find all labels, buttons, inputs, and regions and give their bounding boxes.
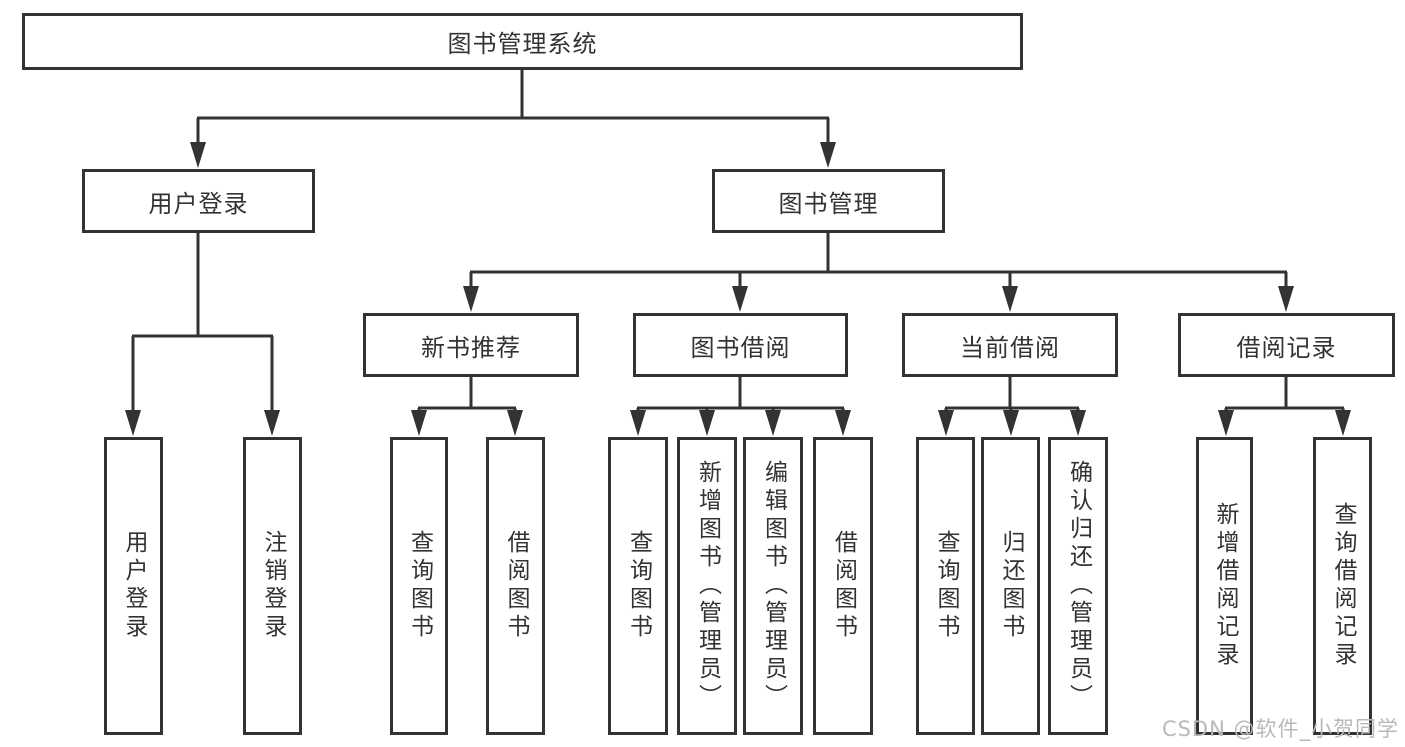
connector-user-login-children	[131, 233, 274, 412]
leaf-borrowing-borrow-books: 借阅图书	[813, 437, 873, 735]
leaf-label: 借阅图书	[503, 530, 529, 642]
leaf-label: 查询图书	[625, 530, 652, 642]
leaf-label: 新增图书（管理员）	[694, 460, 721, 712]
node-label: 图书管理	[778, 189, 879, 218]
leaf-newbooks-query-books: 查询图书	[390, 437, 448, 735]
node-book-borrowing: 图书借阅	[633, 313, 848, 377]
leaf-label: 用户登录	[121, 530, 147, 642]
connector-book-borrowing-children	[636, 377, 845, 412]
node-label: 借阅记录	[1236, 333, 1337, 362]
leaf-current-confirm-return-admin: 确认归还（管理员）	[1048, 437, 1108, 735]
connector-root-to-level2	[196, 70, 830, 144]
leaf-borrowing-query-books: 查询图书	[608, 437, 668, 735]
arrowheads	[125, 142, 1351, 436]
node-user-login: 用户登录	[82, 169, 315, 233]
watermark-text: CSDN @软件_小贺同学	[1161, 717, 1399, 741]
node-library-management-system: 图书管理系统	[22, 13, 1023, 70]
leaf-logout-login: 注销登录	[243, 437, 302, 735]
node-label: 新书推荐	[421, 333, 521, 362]
leaf-label: 注销登录	[260, 530, 286, 642]
leaf-records-query-record: 查询借阅记录	[1313, 437, 1372, 735]
node-book-management: 图书管理	[712, 169, 945, 233]
leaf-newbooks-borrow-books: 借阅图书	[486, 437, 545, 735]
leaf-label: 查询借阅记录	[1330, 502, 1356, 670]
node-new-book-recommend: 新书推荐	[363, 313, 579, 377]
leaf-current-return-books: 归还图书	[981, 437, 1040, 735]
leaf-label: 归还图书	[998, 530, 1024, 642]
node-label: 图书管理系统	[447, 30, 598, 58]
leaf-label: 新增借阅记录	[1212, 502, 1238, 670]
connector-new-book-children	[417, 377, 517, 412]
leaf-borrowing-add-books-admin: 新增图书（管理员）	[677, 437, 737, 735]
leaf-label: 借阅图书	[830, 530, 857, 642]
leaf-borrowing-edit-books-admin: 编辑图书（管理员）	[743, 437, 803, 735]
connector-borrowing-records-children	[1224, 377, 1345, 412]
node-label: 图书借阅	[690, 333, 791, 362]
leaf-records-add-record: 新增借阅记录	[1196, 437, 1253, 735]
leaf-label: 查询图书	[933, 530, 959, 642]
node-current-borrowing: 当前借阅	[902, 313, 1118, 377]
leaf-current-query-books: 查询图书	[916, 437, 975, 735]
node-label: 用户登录	[148, 189, 249, 218]
leaf-label: 查询图书	[406, 530, 433, 642]
node-borrowing-records: 借阅记录	[1178, 313, 1395, 377]
leaf-label: 编辑图书（管理员）	[760, 460, 787, 712]
connector-book-management-children	[469, 233, 1288, 288]
leaf-user-login: 用户登录	[104, 437, 163, 735]
node-label: 当前借阅	[960, 333, 1060, 362]
leaf-label: 确认归还（管理员）	[1065, 460, 1092, 712]
connector-current-borrowing-children	[944, 377, 1080, 412]
